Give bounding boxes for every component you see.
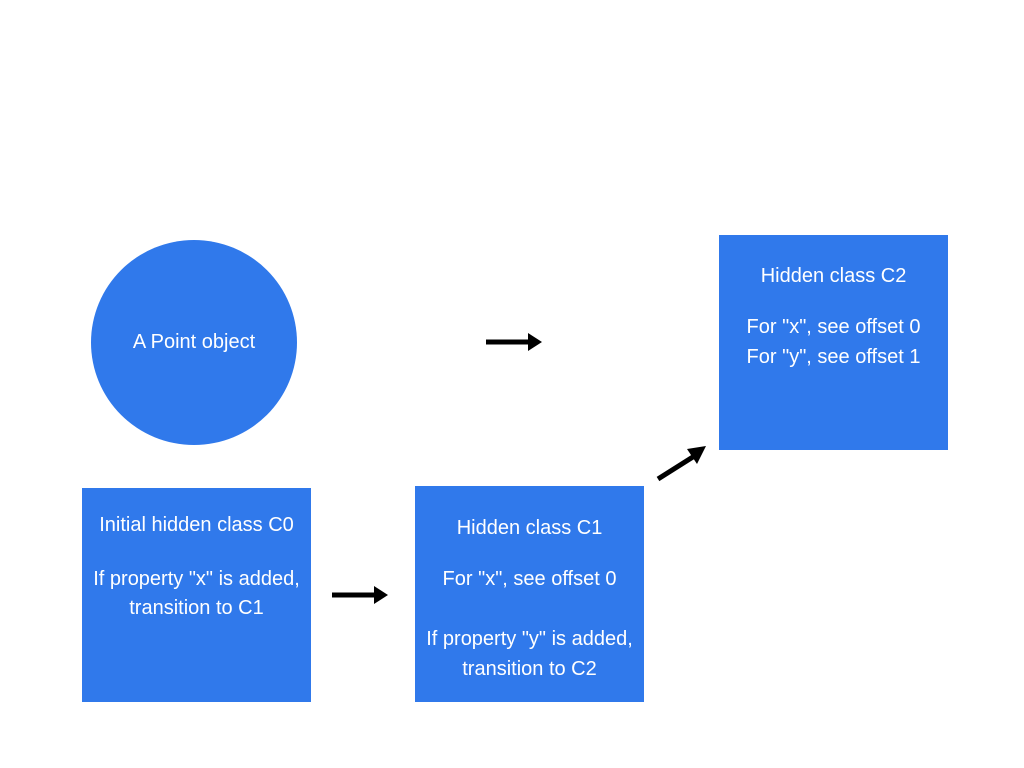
hidden-class-c2-node: Hidden class C2 For "x", see offset 0 Fo…: [719, 235, 948, 450]
c1-offset-x: For "x", see offset 0: [442, 568, 617, 590]
point-object-node: A Point object: [91, 240, 297, 445]
c1-title: Hidden class C1: [456, 517, 603, 539]
c2-offset-y: For "y", see offset 1: [746, 346, 921, 368]
c2-title: Hidden class C2: [760, 265, 907, 287]
c1-transition-line-2: transition to C2: [462, 658, 597, 680]
c0-transition-line-1: If property "x" is added,: [93, 568, 300, 590]
c1-transition-line-1: If property "y" is added,: [426, 628, 633, 650]
c0-transition-line-2: transition to C1: [129, 597, 264, 619]
hidden-class-c0-node: Initial hidden class C0 If property "x" …: [82, 488, 311, 702]
hidden-class-c1-node: Hidden class C1 For "x", see offset 0 If…: [415, 486, 644, 702]
c2-offset-x: For "x", see offset 0: [746, 316, 921, 338]
arrow-point-right-icon: [486, 333, 542, 351]
arrow-c0-to-c1-icon: [332, 586, 388, 604]
arrow-c1-to-c2-icon: [656, 446, 706, 482]
point-object-label: A Point object: [132, 331, 256, 353]
c0-title: Initial hidden class C0: [99, 514, 294, 536]
